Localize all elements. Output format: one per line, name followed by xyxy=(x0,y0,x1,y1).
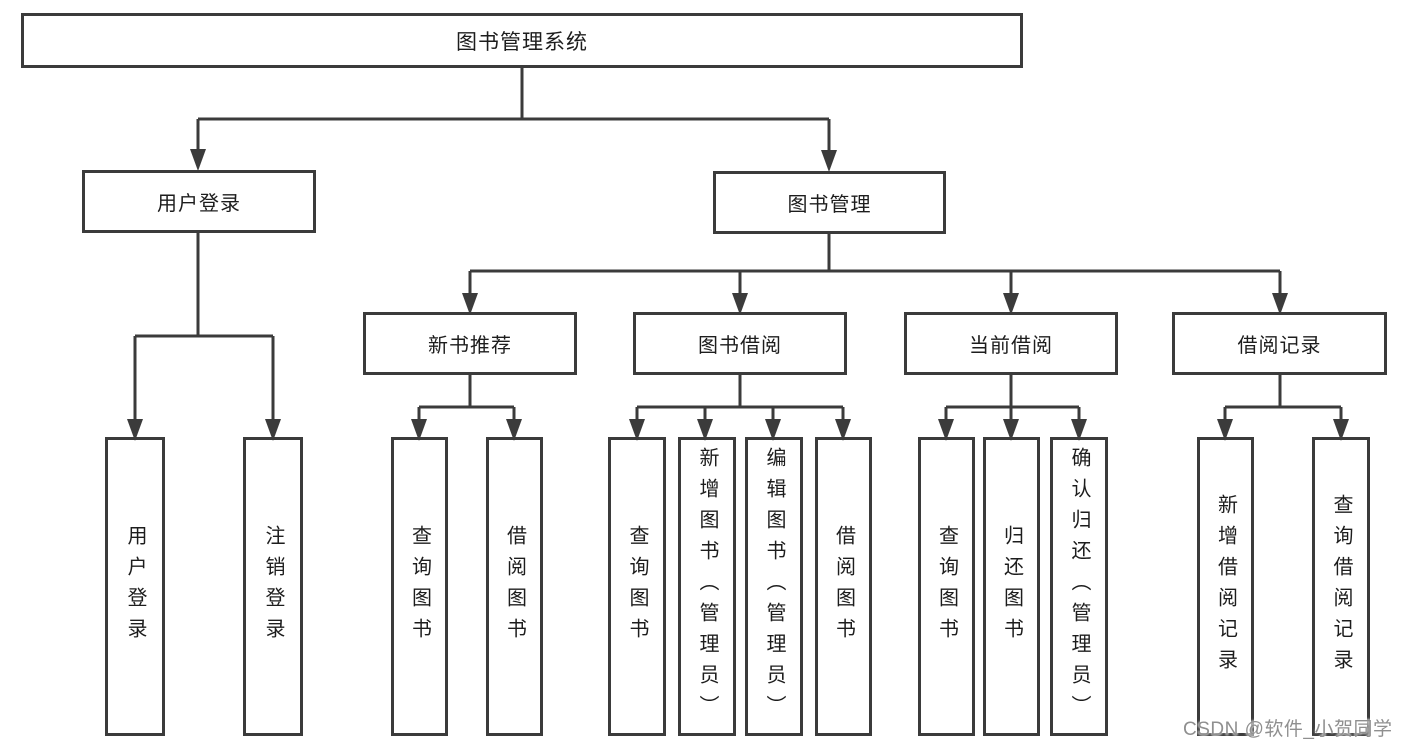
node-root-label: 图书管理系统 xyxy=(456,30,588,54)
leaf-logout-label: 注销登录 xyxy=(262,524,284,649)
leaf-bb-add-books-admin-label: 新增图书（管理员） xyxy=(696,447,718,726)
leaf-nbr-query-books: 查询图书 xyxy=(391,437,448,736)
leaf-bb-add-books-admin: 新增图书（管理员） xyxy=(678,437,736,736)
node-book-management-label: 图书管理 xyxy=(787,194,872,216)
node-root: 图书管理系统 xyxy=(21,13,1023,68)
node-borrowing-records: 借阅记录 xyxy=(1172,312,1387,375)
node-user-login: 用户登录 xyxy=(82,170,316,233)
node-book-borrowing-label: 图书借阅 xyxy=(698,335,782,357)
node-borrowing-records-label: 借阅记录 xyxy=(1237,335,1322,357)
leaf-bb-borrow-books-label: 借阅图书 xyxy=(832,524,855,649)
node-book-borrowing: 图书借阅 xyxy=(633,312,847,375)
leaf-user-login: 用户登录 xyxy=(105,437,165,736)
leaf-cb-query-books: 查询图书 xyxy=(918,437,975,736)
leaf-nbr-borrow-books-label: 借阅图书 xyxy=(503,524,526,649)
csdn-watermark: CSDN @软件_小贺同学 xyxy=(1183,719,1393,740)
leaf-logout: 注销登录 xyxy=(243,437,303,736)
leaf-br-query-record: 查询借阅记录 xyxy=(1312,437,1370,736)
leaf-cb-confirm-return-admin: 确认归还（管理员） xyxy=(1050,437,1108,736)
leaf-br-add-record-label: 新增借阅记录 xyxy=(1214,493,1237,680)
node-current-borrowing-label: 当前借阅 xyxy=(969,335,1053,357)
node-book-management: 图书管理 xyxy=(713,171,946,234)
leaf-user-login-label: 用户登录 xyxy=(124,524,146,649)
leaf-cb-confirm-return-admin-label: 确认归还（管理员） xyxy=(1068,447,1090,726)
leaf-bb-edit-books-admin: 编辑图书（管理员） xyxy=(745,437,803,736)
leaf-cb-return-books-label: 归还图书 xyxy=(1000,524,1023,649)
leaf-bb-query-books: 查询图书 xyxy=(608,437,666,736)
leaf-br-query-record-label: 查询借阅记录 xyxy=(1330,493,1352,680)
leaf-cb-return-books: 归还图书 xyxy=(983,437,1040,736)
leaf-cb-query-books-label: 查询图书 xyxy=(935,524,958,649)
leaf-bb-edit-books-admin-label: 编辑图书（管理员） xyxy=(763,447,785,726)
node-user-login-label: 用户登录 xyxy=(157,193,241,215)
node-new-book-recommend: 新书推荐 xyxy=(363,312,577,375)
leaf-nbr-query-books-label: 查询图书 xyxy=(408,524,431,649)
leaf-br-add-record: 新增借阅记录 xyxy=(1197,437,1254,736)
node-current-borrowing: 当前借阅 xyxy=(904,312,1118,375)
leaf-bb-borrow-books: 借阅图书 xyxy=(815,437,872,736)
node-new-book-recommend-label: 新书推荐 xyxy=(428,335,512,357)
leaf-nbr-borrow-books: 借阅图书 xyxy=(486,437,543,736)
leaf-bb-query-books-label: 查询图书 xyxy=(626,524,648,649)
